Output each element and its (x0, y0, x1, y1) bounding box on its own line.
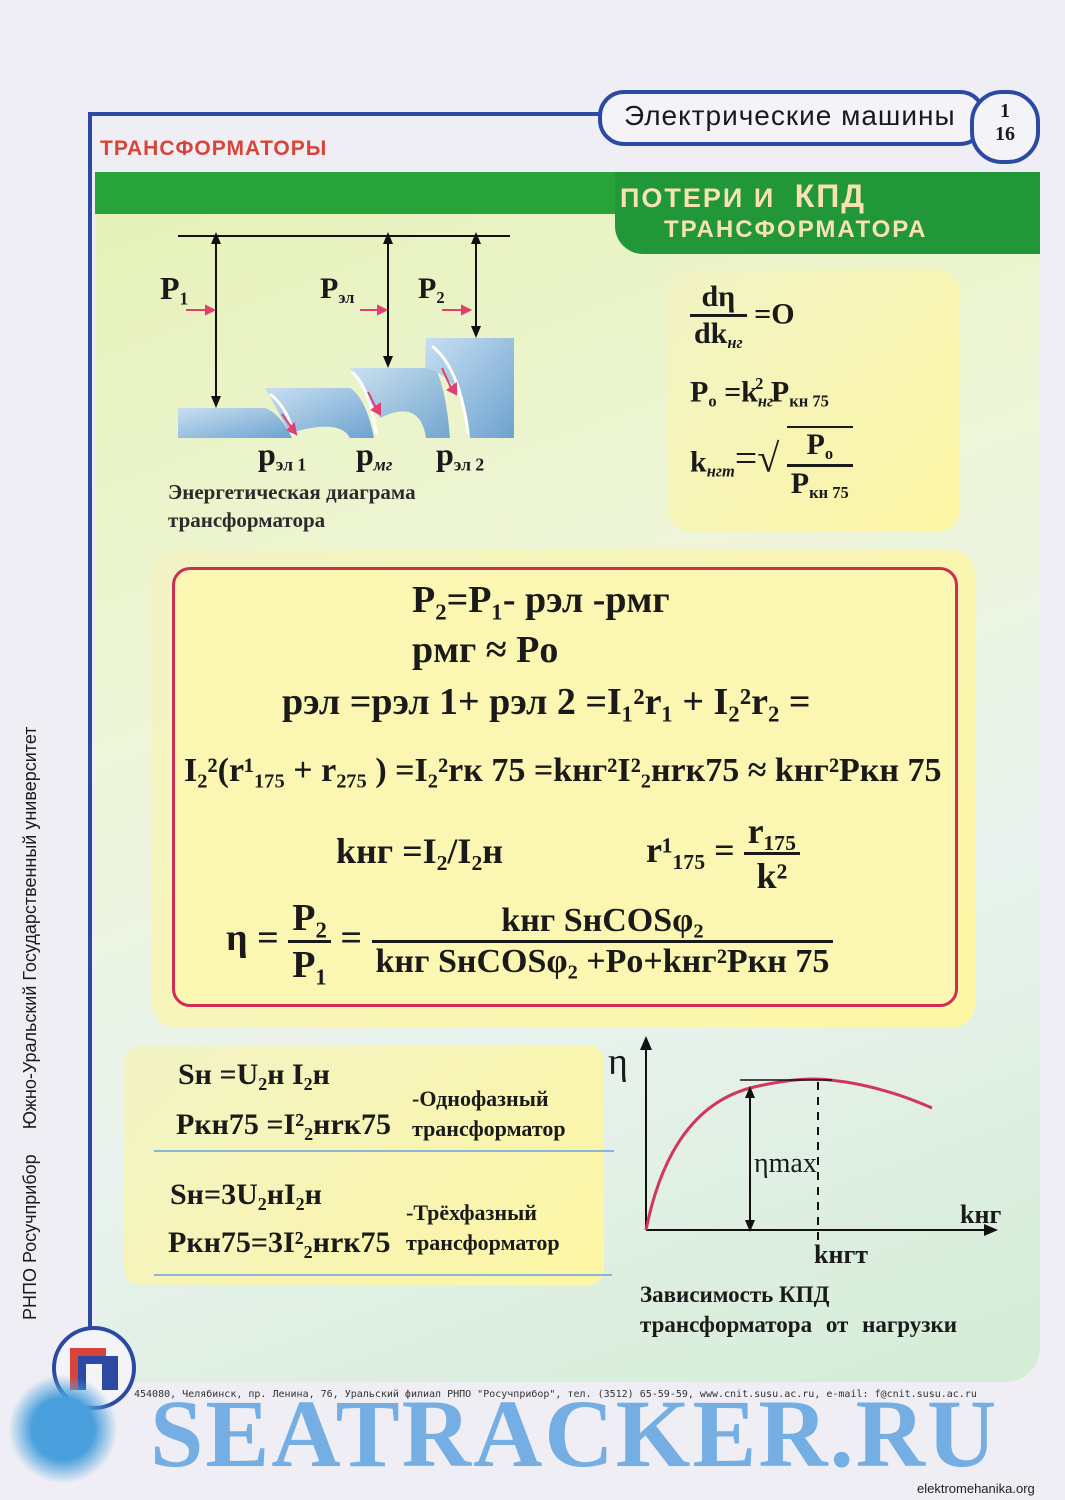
single-phase-s: Sн =U₂н I₂н (178, 1058, 330, 1091)
title-tab (615, 172, 1040, 254)
title-part-a: ПОТЕРИ И (620, 183, 776, 213)
label-p2: P2 (418, 272, 445, 307)
left-rule (88, 114, 92, 1344)
three-phase-p: Pкн75=3I²₂нrк75 (168, 1226, 391, 1259)
energy-diagram (178, 232, 514, 438)
efficiency-curve (644, 1077, 933, 1231)
source-label: elektromehanika.org (917, 1481, 1035, 1496)
chart-y-label: η (608, 1041, 628, 1083)
kopt-formula: kнгт=√ Po Pкн 75 (690, 426, 853, 503)
optimum-box (668, 270, 960, 532)
arrow-pel (383, 232, 393, 368)
section-title: ТРАНСФОРМАТОРЫ (100, 137, 328, 160)
formula-pel-expanded: I₂²(r¹₁₇₅ + r₂₇₅ ) =I₂²rк 75 =kнг²I²₂нrк… (184, 752, 942, 789)
diagram-caption-1: Энергетическая диаграма (168, 480, 416, 504)
chart-x-label: kнг (960, 1200, 1002, 1229)
page-title-line1: ПОТЕРИ И КПД (620, 178, 866, 215)
page-counter: 1 16 (970, 90, 1040, 164)
eta-max-label: ηmax (754, 1148, 817, 1179)
watermark: SEATRACKER.RU (150, 1380, 999, 1487)
arrow-p2 (471, 232, 481, 338)
label-pel1: pэл 1 (258, 436, 307, 475)
formula-knag: kнг =I₂/I₂н (336, 831, 503, 871)
label-pmg: pмг (356, 436, 393, 475)
subject-title: Электрические машины (624, 100, 956, 131)
derivative-formula: dη dkнг =O (690, 280, 795, 353)
efficiency-chart (640, 1036, 998, 1240)
diagram-caption-2: трансформатора (168, 508, 326, 532)
chart-caption-1: Зависимость КПД (640, 1282, 830, 1307)
top-rule (88, 112, 608, 116)
phase-box (124, 1045, 604, 1285)
power-flow-band (178, 408, 292, 438)
chart-caption-2: трансформатора от нагрузки (640, 1312, 958, 1337)
three-phase-label-2: трансформатор (406, 1230, 560, 1255)
label-p1: P1 (160, 270, 189, 309)
single-phase-label-1: -Однофазный (412, 1086, 549, 1111)
three-phase-s: Sн=3U₂нI₂н (170, 1178, 322, 1211)
single-phase-p: Pкн75 =I²₂нrк75 (176, 1108, 392, 1141)
po-formula: Po =kнг2 Pкн 75 (690, 374, 829, 411)
page-title-line2: ТРАНСФОРМАТОРА (664, 216, 928, 243)
formula-p2: P₂=P₁- pэл -pмг (412, 579, 670, 621)
formula-pmg: pмг ≈ Pо (412, 629, 559, 671)
formula-box (172, 567, 958, 1007)
formula-pel: pэл =pэл 1+ pэл 2 =I₁²r₁ + I₂²r₂ = (282, 681, 811, 723)
single-phase-label-2: трансформатор (412, 1116, 566, 1141)
arrow-p1 (211, 232, 221, 408)
three-phase-label-1: -Трёхфазный (406, 1200, 537, 1225)
footer-address: 454080, Челябинск, пр. Ленина, 76, Ураль… (134, 1389, 977, 1400)
title-part-b: КПД (794, 178, 867, 214)
k-opt-label: kнгт (814, 1240, 869, 1269)
subject-pill: Электрические машины (598, 90, 986, 146)
phase-divider-2 (154, 1274, 612, 1276)
side-text: РНПО Росучприбор Южно-Уральский Государс… (20, 726, 40, 1320)
page-total: 16 (995, 123, 1015, 145)
label-pel2: pэл 2 (436, 436, 485, 475)
page-number: 1 (1000, 100, 1010, 122)
phase-divider-1 (154, 1150, 614, 1152)
starburst (8, 1374, 118, 1484)
label-pel: Pэл (320, 272, 355, 307)
